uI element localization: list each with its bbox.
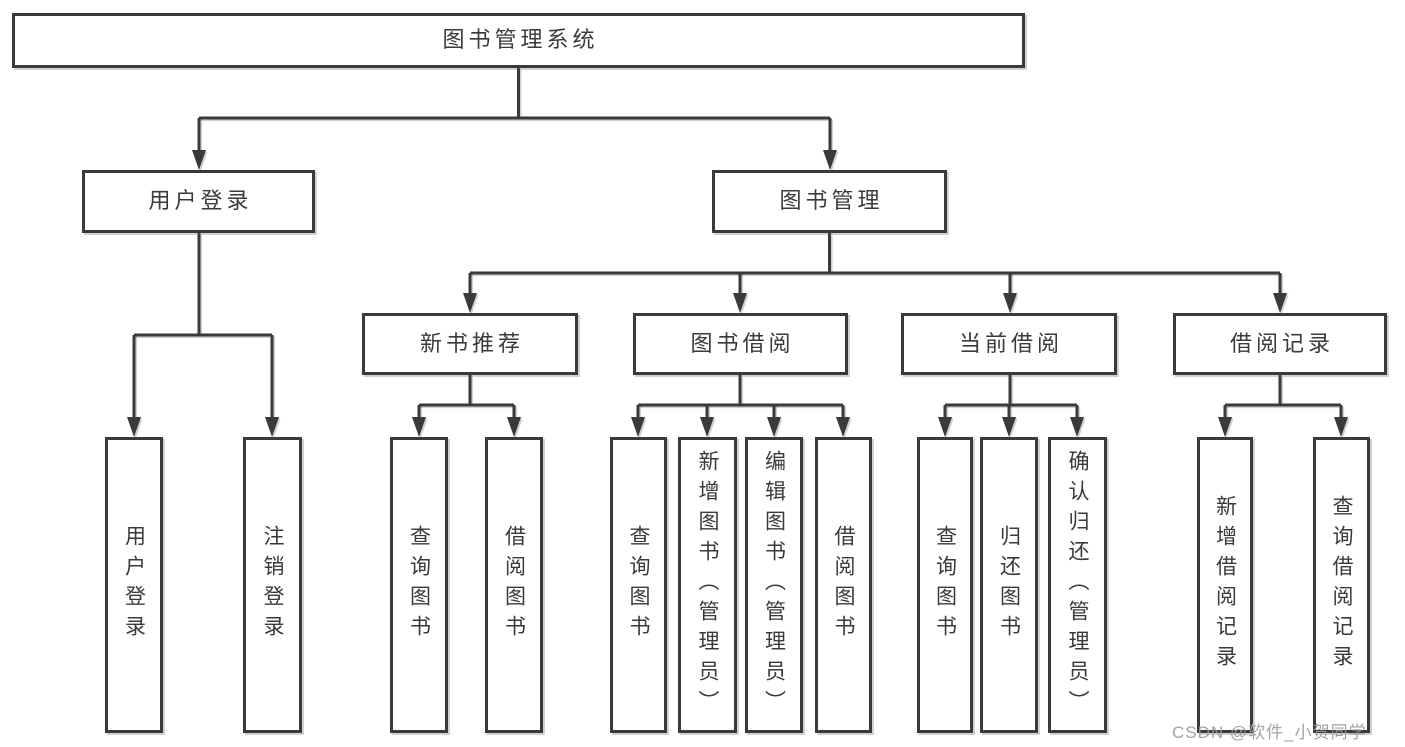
leaf-borrowing-borrow-books-label: 借阅图书 [832, 525, 855, 645]
leaf-borrowing-edit-books-admin: 编辑图书（管理员） [745, 437, 803, 733]
watermark: CSDN @软件_小贺同学 [1172, 723, 1367, 742]
node-book-management-label: 图书管理 [779, 188, 884, 214]
node-borrowing-records-label: 借阅记录 [1229, 330, 1334, 356]
leaf-recommend-query-books: 查询图书 [390, 437, 448, 733]
leaf-current-confirm-return-admin-label: 确认归还（管理员） [1066, 450, 1089, 720]
leaf-borrowing-edit-books-admin-label: 编辑图书（管理员） [762, 450, 786, 720]
node-new-book-recommendation: 新书推荐 [362, 313, 578, 375]
node-new-book-recommendation-label: 新书推荐 [419, 330, 524, 356]
leaf-borrowing-add-books-admin-label: 新增图书（管理员） [696, 450, 719, 720]
leaf-user-login-label: 用户登录 [122, 525, 146, 645]
node-borrowing-records: 借阅记录 [1173, 313, 1387, 375]
node-user-login-label: 用户登录 [148, 188, 253, 214]
node-book-borrowing: 图书借阅 [633, 313, 848, 375]
leaf-user-login: 用户登录 [105, 437, 163, 733]
leaf-logout: 注销登录 [243, 437, 302, 733]
leaf-records-query-record: 查询借阅记录 [1313, 437, 1370, 733]
node-current-borrowing-label: 当前借阅 [958, 330, 1063, 356]
leaf-current-query-books-label: 查询图书 [933, 525, 957, 645]
leaf-records-add-record: 新增借阅记录 [1197, 437, 1253, 733]
leaf-borrowing-query-books-label: 查询图书 [627, 525, 650, 645]
leaf-current-confirm-return-admin: 确认归还（管理员） [1048, 437, 1107, 733]
leaf-borrowing-add-books-admin: 新增图书（管理员） [678, 437, 737, 733]
leaf-current-query-books: 查询图书 [917, 437, 973, 733]
leaf-current-return-books: 归还图书 [980, 437, 1038, 733]
leaf-recommend-borrow-books-label: 借阅图书 [502, 525, 526, 645]
node-library-management-system-label: 图书管理系统 [442, 27, 599, 53]
leaf-recommend-query-books-label: 查询图书 [407, 525, 431, 645]
node-book-management: 图书管理 [712, 170, 947, 233]
leaf-borrowing-borrow-books: 借阅图书 [815, 437, 872, 733]
node-library-management-system: 图书管理系统 [12, 13, 1025, 68]
leaf-records-query-record-label: 查询借阅记录 [1330, 495, 1353, 675]
leaf-logout-label: 注销登录 [261, 525, 284, 645]
leaf-recommend-borrow-books: 借阅图书 [485, 437, 543, 733]
leaf-records-add-record-label: 新增借阅记录 [1213, 495, 1237, 675]
leaf-borrowing-query-books: 查询图书 [610, 437, 667, 733]
leaf-current-return-books-label: 归还图书 [997, 525, 1021, 645]
node-current-borrowing: 当前借阅 [901, 313, 1117, 375]
node-book-borrowing-label: 图书借阅 [690, 330, 795, 356]
node-user-login: 用户登录 [82, 170, 315, 233]
